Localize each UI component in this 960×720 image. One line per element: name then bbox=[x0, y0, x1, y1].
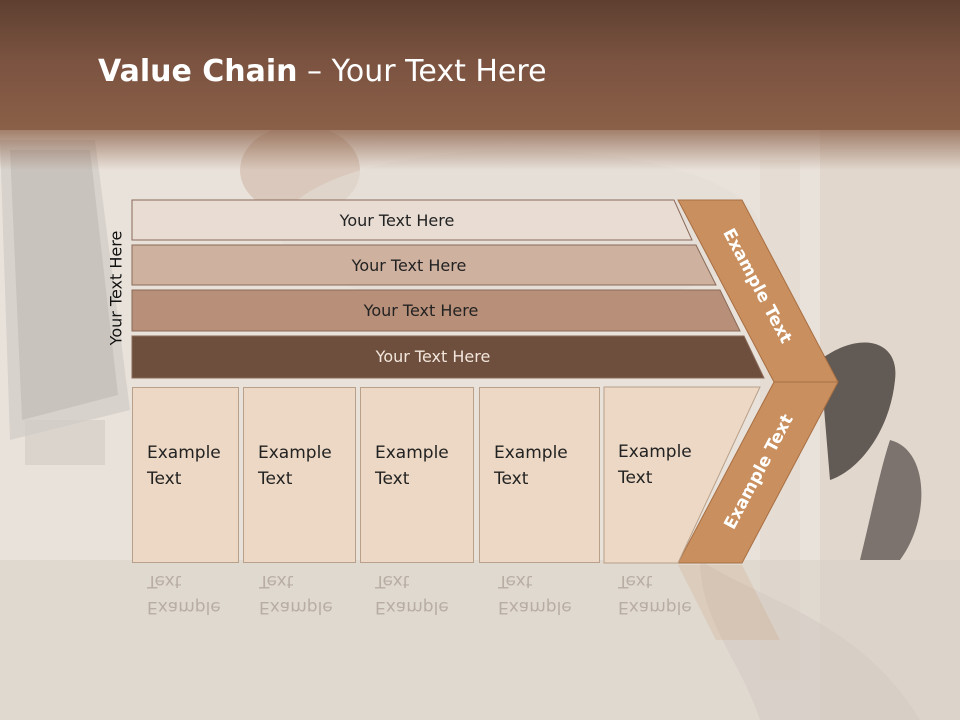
box-reflection: Example Text bbox=[498, 571, 572, 617]
activity-box-2: Example Text bbox=[243, 387, 356, 563]
bar-row-1: Your Text Here bbox=[132, 200, 682, 240]
bar-row-4: Your Text Here bbox=[132, 336, 754, 376]
bar-shape bbox=[131, 289, 741, 332]
title-rest: – Your Text Here bbox=[297, 54, 547, 89]
title-fade bbox=[0, 125, 960, 170]
activity-box-3: Example Text bbox=[360, 387, 474, 563]
title-band bbox=[0, 0, 960, 130]
bar-label: Your Text Here bbox=[363, 300, 479, 320]
activity-box-1: Example Text bbox=[132, 387, 239, 563]
bar-shape bbox=[131, 244, 717, 286]
box-reflection: Example Text bbox=[147, 571, 221, 617]
box-reflection: Example Text bbox=[618, 571, 692, 617]
box-reflection: Example Text bbox=[259, 571, 333, 617]
chevron-bottom bbox=[677, 381, 839, 564]
activity-box-5: Example Text bbox=[618, 442, 692, 488]
bar-row-3: Your Text Here bbox=[132, 290, 730, 330]
title-bold: Value Chain bbox=[98, 54, 298, 89]
activity-box-4: Example Text bbox=[479, 387, 600, 563]
bar-label: Your Text Here bbox=[375, 346, 491, 366]
bar-label: Your Text Here bbox=[351, 255, 467, 275]
bar-label: Your Text Here bbox=[339, 210, 455, 230]
bar-shape bbox=[131, 199, 693, 241]
bar-shape bbox=[131, 335, 765, 379]
chevron-reflection bbox=[678, 565, 780, 640]
bar-row-2: Your Text Here bbox=[132, 245, 706, 285]
slide-title: Value Chain – Your Text Here bbox=[98, 54, 547, 89]
box-last-shape bbox=[603, 386, 761, 564]
box-reflection: Example Text bbox=[375, 571, 449, 617]
